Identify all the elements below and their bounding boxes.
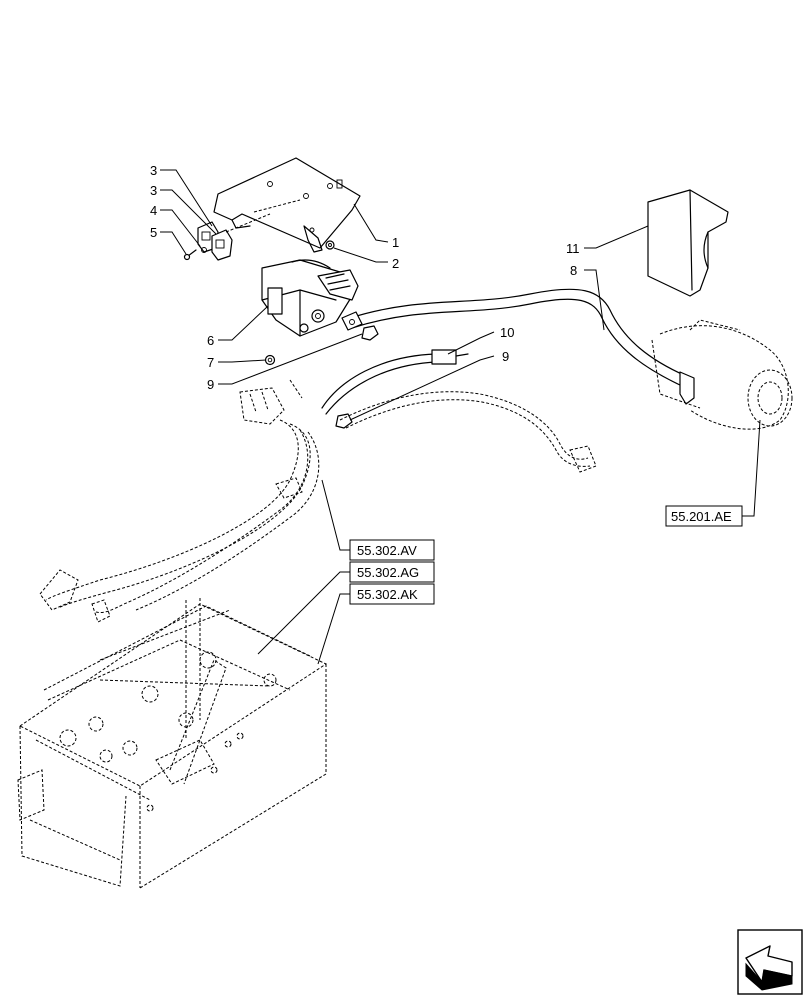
callout-10: 10	[500, 325, 514, 340]
callout-6: 6	[207, 333, 214, 348]
nut	[325, 240, 335, 250]
ref-ak-label: 55.302.AK	[357, 587, 418, 602]
callout-7: 7	[207, 355, 214, 370]
battery-disconnect-relay	[261, 259, 359, 337]
ref-box-ag[interactable]: 55.302.AG	[349, 561, 435, 583]
callout-3-upper: 3	[150, 163, 157, 178]
ref-av-label: 55.302.AV	[357, 543, 417, 558]
starter-cable	[341, 288, 695, 405]
callout-5: 5	[150, 225, 157, 240]
ref-box-av[interactable]: 55.302.AV	[349, 539, 435, 561]
terminal-cover	[647, 189, 729, 297]
ref-starter-label: 55.201.AE	[671, 509, 732, 524]
callout-2: 2	[392, 256, 399, 271]
callout-1: 1	[392, 235, 399, 250]
mounting-bracket	[213, 157, 361, 253]
washer-and-screw	[183, 247, 207, 261]
starter-motor	[651, 319, 793, 430]
ref-box-ak[interactable]: 55.302.AK	[349, 583, 435, 605]
fuse-holders	[197, 221, 233, 261]
ref-ag-label: 55.302.AG	[357, 565, 419, 580]
callout-8: 8	[570, 263, 577, 278]
callout-9-right: 9	[502, 349, 509, 364]
callout-11: 11	[566, 241, 580, 256]
battery-harness	[39, 379, 597, 623]
battery-box	[17, 598, 328, 889]
ref-box-starter[interactable]: 55.201.AE	[665, 505, 743, 527]
callout-9-left: 9	[207, 377, 214, 392]
next-page-arrow-icon[interactable]	[737, 929, 803, 995]
callout-4: 4	[150, 203, 157, 218]
leader-lines	[160, 169, 761, 665]
callout-3-lower: 3	[150, 183, 157, 198]
cable-nut	[335, 325, 379, 429]
relay-nut	[264, 354, 276, 366]
small-harness	[321, 349, 469, 415]
